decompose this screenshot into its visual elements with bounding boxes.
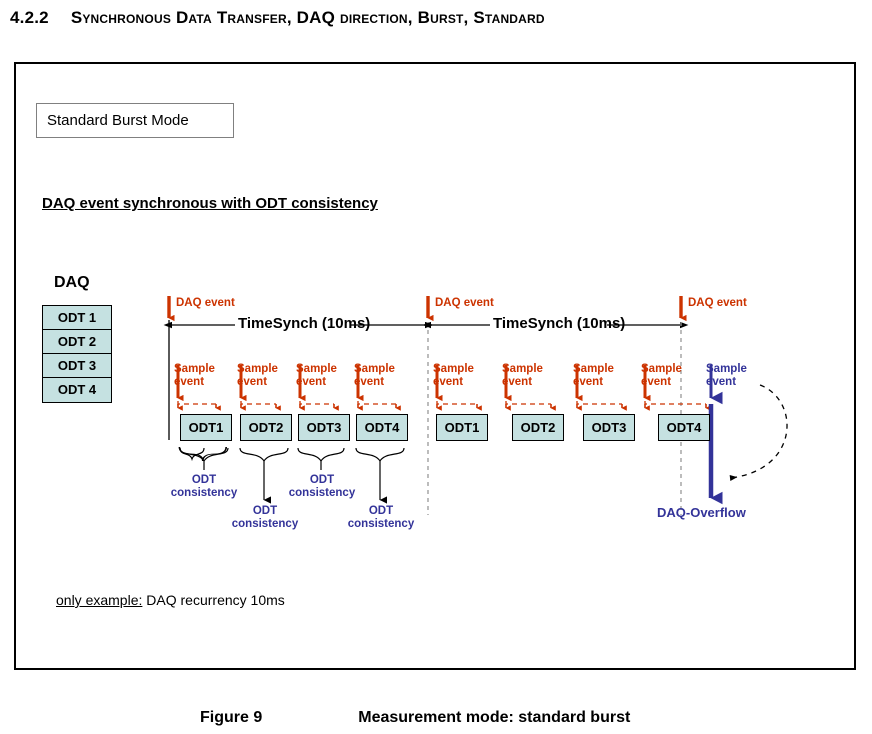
sample-event-line1: Sample [296, 363, 337, 375]
daq-overflow-label: DAQ-Overflow [657, 505, 746, 520]
sample-event-label: Sample event [237, 363, 278, 389]
sample-event-line1: Sample [237, 363, 278, 375]
footnote-rest: DAQ recurrency 10ms [142, 592, 285, 608]
daq-label: DAQ [54, 274, 90, 291]
sample-event-line1: Sample [573, 363, 614, 375]
sample-event-label: Sample event [354, 363, 395, 389]
section-title: Synchronous Data Transfer, DAQ direction… [70, 8, 545, 27]
odt-consistency-label: ODT consistency [286, 474, 358, 500]
odt-consistency-line1: ODT [368, 505, 394, 517]
timeline-odt-box: ODT2 [240, 414, 292, 441]
footnote-underlined: only example: [56, 592, 143, 608]
sample-event-line1: Sample [502, 363, 543, 375]
sample-event-label: Sample event [641, 363, 682, 389]
figure-title: Measurement mode: standard burst [358, 709, 631, 726]
timeline-odt-box: ODT2 [512, 414, 564, 441]
standard-burst-mode-box: Standard Burst Mode [36, 103, 234, 138]
sample-event-line2: event [237, 376, 268, 388]
sample-event-line2: event [354, 376, 385, 388]
odt-consistency-line2: consistency [288, 487, 356, 499]
daq-odt-row: ODT 3 [43, 354, 111, 378]
timeline-odt-box: ODT1 [436, 414, 488, 441]
section-number: 4.2.2 [10, 8, 49, 27]
odt-consistency-line2: consistency [347, 518, 415, 530]
sample-event-line1: Sample [706, 363, 747, 375]
timeline-odt-box: ODT4 [356, 414, 408, 441]
mode-box-label: Standard Burst Mode [47, 112, 189, 129]
timeline-odt-box: ODT3 [583, 414, 635, 441]
timeline-odt-box: ODT4 [658, 414, 710, 441]
sample-event-line2: event [433, 376, 464, 388]
daq-event-label: DAQ event [688, 297, 747, 309]
timesynch-label: TimeSynch (10ms) [238, 315, 371, 332]
odt-consistency-line1: ODT [309, 474, 335, 486]
footnote: only example: DAQ recurrency 10ms [56, 592, 285, 608]
sample-event-line2: event [641, 376, 672, 388]
daq-odt-row: ODT 2 [43, 330, 111, 354]
sample-event-label: Sample event [502, 363, 543, 389]
timeline-odt-box: ODT3 [298, 414, 350, 441]
sample-event-line1: Sample [433, 363, 474, 375]
sample-event-line1: Sample [641, 363, 682, 375]
sample-event-label: Sample event [296, 363, 337, 389]
timesynch-label: TimeSynch (10ms) [493, 315, 626, 332]
odt-consistency-label: ODT consistency [345, 505, 417, 531]
section-heading: 4.2.2 Synchronous Data Transfer, DAQ dire… [10, 8, 545, 28]
diagram-subtitle: DAQ event synchronous with ODT consisten… [42, 195, 378, 212]
sample-event-line2: event [174, 376, 205, 388]
odt-consistency-label: ODT consistency [229, 505, 301, 531]
sample-event-label: Sample event [573, 363, 614, 389]
timeline-odt-box: ODT1 [180, 414, 232, 441]
sample-event-line2: event [573, 376, 604, 388]
daq-odt-row: ODT 4 [57, 382, 97, 397]
figure-number: Figure 9 [200, 709, 263, 726]
sample-event-label-overflow: Sample event [706, 363, 747, 389]
daq-event-label: DAQ event [435, 297, 494, 309]
daq-event-label: DAQ event [176, 297, 235, 309]
sample-event-line1: Sample [354, 363, 395, 375]
daq-odt-row: ODT 1 [43, 306, 111, 330]
odt-consistency-line2: consistency [231, 518, 299, 530]
sample-event-label: Sample event [174, 363, 215, 389]
sample-event-label: Sample event [433, 363, 474, 389]
sample-event-line2: event [296, 376, 327, 388]
figure-frame [14, 62, 856, 670]
sample-event-line1: Sample [174, 363, 215, 375]
odt-consistency-line1: ODT [252, 505, 278, 517]
figure-caption: Figure 9 Measurement mode: standard burst [200, 709, 630, 727]
odt-consistency-label: ODT consistency [168, 474, 240, 500]
odt-consistency-line1: ODT [191, 474, 217, 486]
sample-event-line2: event [502, 376, 533, 388]
daq-odt-table: ODT 1 ODT 2 ODT 3 ODT 4 [42, 305, 112, 403]
sample-event-line2: event [706, 376, 737, 388]
odt-consistency-line2: consistency [170, 487, 238, 499]
